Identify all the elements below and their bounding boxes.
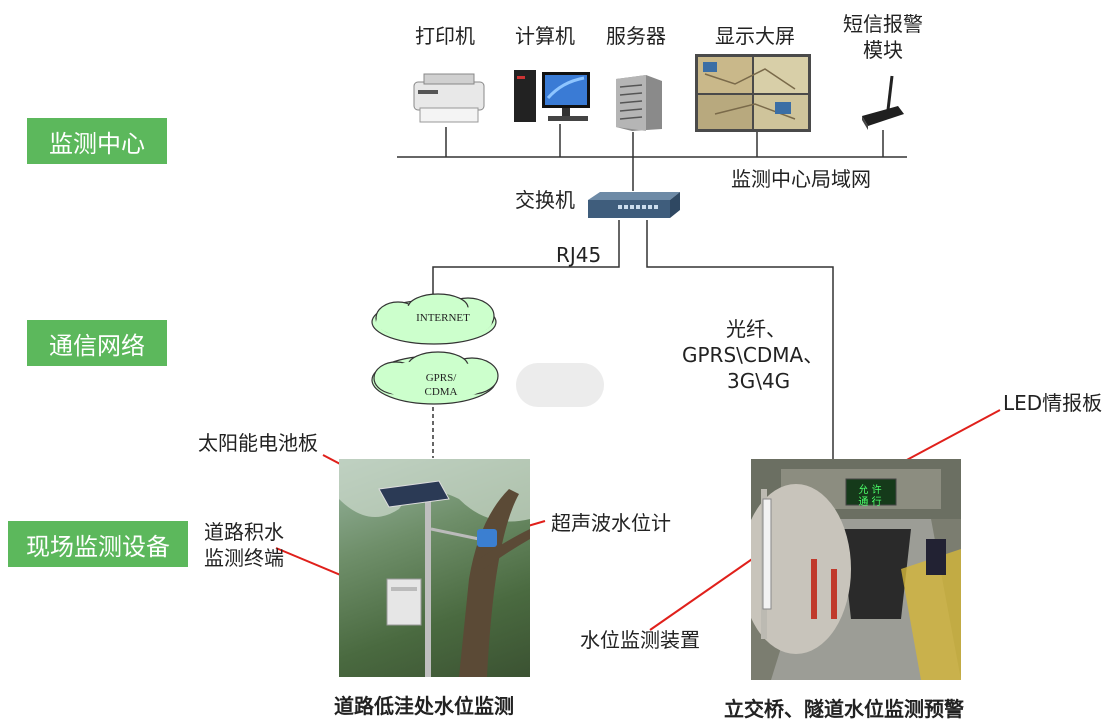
caption-roadside-monitoring: 道路低洼处水位监测 (334, 694, 514, 718)
computer-label: 计算机 (515, 24, 575, 48)
layer-label-monitoring-center: 监测中心 (27, 118, 167, 164)
led-board-label: LED情报板 (1003, 391, 1103, 415)
sms-module-label-line2: 模块 (863, 38, 903, 62)
terminal-label-line1: 道路积水 (204, 520, 284, 544)
internet-label: INTERNET (416, 312, 470, 324)
printer-label: 打印机 (415, 24, 475, 48)
switch-label: 交换机 (515, 188, 575, 212)
tunnel-monitoring-photo (751, 459, 961, 680)
terminal-label-line2: 监测终端 (204, 546, 284, 570)
water-gauge-label: 水位监测装置 (580, 628, 700, 652)
caption-tunnel-monitoring: 立交桥、隧道水位监测预警 (724, 697, 964, 721)
roadside-monitoring-photo (339, 459, 530, 677)
sms-module-label-line1: 短信报警 (843, 12, 923, 36)
watermark-pill (516, 363, 604, 407)
fiber-label-line3: 3G\4G (727, 369, 791, 393)
gprs-cdma-label-line2: CDMA (424, 386, 458, 398)
sms-module-icon (862, 75, 904, 130)
network-cloud-icon (371, 293, 499, 405)
layer-label-communication-network: 通信网络 (27, 320, 167, 366)
solar-panel-label: 太阳能电池板 (198, 431, 318, 455)
printer-icon (413, 73, 485, 123)
rj45-label: RJ45 (556, 243, 602, 267)
led-sign-text-line1: 允 许 (858, 485, 882, 496)
lan-label: 监测中心局域网 (731, 167, 871, 191)
fiber-label-line1: 光纤、 (726, 317, 786, 341)
gprs-cdma-label-line1: GPRS/ (425, 372, 457, 384)
fiber-label-line2: GPRS\CDMA、 (682, 343, 824, 367)
display-wall-label: 显示大屏 (715, 24, 795, 48)
server-label: 服务器 (606, 24, 666, 48)
computer-icon (514, 70, 590, 122)
led-sign-text-line2: 通 行 (858, 497, 882, 508)
ultrasonic-gauge-label: 超声波水位计 (551, 511, 671, 535)
layer-label-field-equipment: 现场监测设备 (8, 521, 188, 567)
switch-icon (588, 192, 680, 218)
display-wall-icon (695, 54, 811, 132)
server-icon (616, 75, 662, 131)
